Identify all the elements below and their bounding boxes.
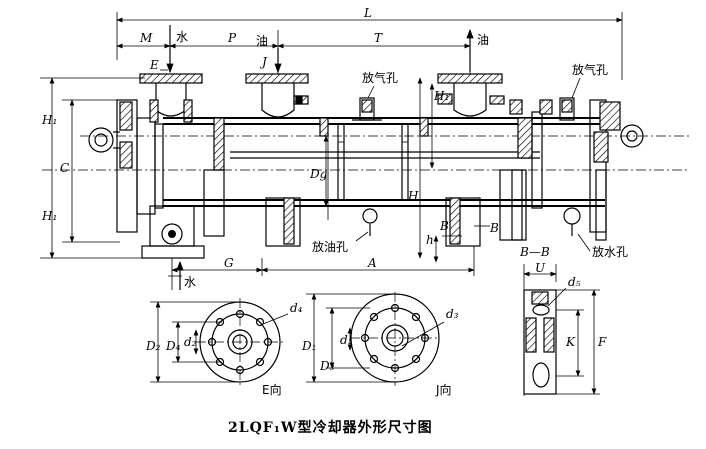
dim-P: P [227, 31, 237, 45]
vertical-dimensions: H₁ C H₁ H₁ H Dg h B B B—B [40, 77, 550, 263]
vent-label-2: 放气孔 [572, 62, 608, 77]
view-E-mark: E [149, 58, 159, 72]
dim-C: C [60, 161, 69, 175]
water-drain-label: 放水孔 [592, 244, 628, 259]
dim-M: M [139, 31, 153, 45]
dim-D4: D₄ [165, 339, 181, 353]
oil-outlet-label: 油 [477, 33, 489, 47]
view-E-flange: D₂ D₄ d₂ d₄ E向 [145, 298, 303, 397]
bottom-dimensions: G A 水 [168, 246, 475, 290]
dim-G: G [224, 256, 234, 270]
dim-d3: d₃ [446, 307, 459, 321]
E-bolt-holes [207, 309, 273, 375]
view-J-label: J向 [435, 382, 452, 397]
dim-H: H [407, 189, 419, 203]
section-B-mark: B [439, 219, 449, 233]
dim-d1: d₁ [340, 333, 353, 347]
oil-inlet-label: 油 [256, 34, 268, 48]
dim-D1: D₁ [301, 339, 316, 353]
dim-U: U [535, 261, 546, 275]
oil-drain-label: 放油孔 [312, 239, 348, 254]
section-BB-view: U d₅ K F [523, 261, 607, 396]
dim-D2: D₂ [145, 339, 161, 353]
view-J-mark: J [259, 55, 268, 69]
view-E-label: E向 [262, 382, 282, 397]
section-B-mark-right: B [489, 221, 499, 235]
dim-L: L [363, 6, 372, 20]
figure-caption: 2LQF₁W型冷却器外形尺寸图 [228, 419, 433, 436]
dim-Dg: Dg [309, 167, 328, 181]
dim-T: T [374, 31, 383, 45]
dim-d5: d₅ [568, 275, 581, 289]
dim-K: K [565, 335, 576, 349]
J-bolt-holes [360, 303, 430, 373]
dim-h: h [426, 233, 434, 247]
dim-d2: d₂ [184, 335, 197, 349]
main-elevation: 放气孔 放气孔 [42, 62, 690, 259]
dim-H1-left-low: H₁ [41, 209, 57, 223]
water-outlet-label: 水 [184, 275, 196, 289]
vent-label-1: 放气孔 [362, 70, 398, 85]
dim-A: A [367, 256, 377, 270]
top-dimensions: L M P T [116, 6, 623, 80]
dim-D3: D₃ [319, 359, 335, 373]
view-J-flange: D₁ D₃ d₁ d₃ J向 [301, 292, 459, 397]
dim-F: F [597, 335, 607, 349]
dim-H1-mid: H₁ [433, 89, 449, 103]
water-inlet-label: 水 [176, 30, 188, 44]
dim-d4: d₄ [290, 301, 303, 315]
inlet-arrows: 水 E 油 J 油 [149, 25, 489, 74]
section-BB-label: B—B [519, 245, 550, 259]
dim-H1-left: H₁ [41, 113, 57, 127]
